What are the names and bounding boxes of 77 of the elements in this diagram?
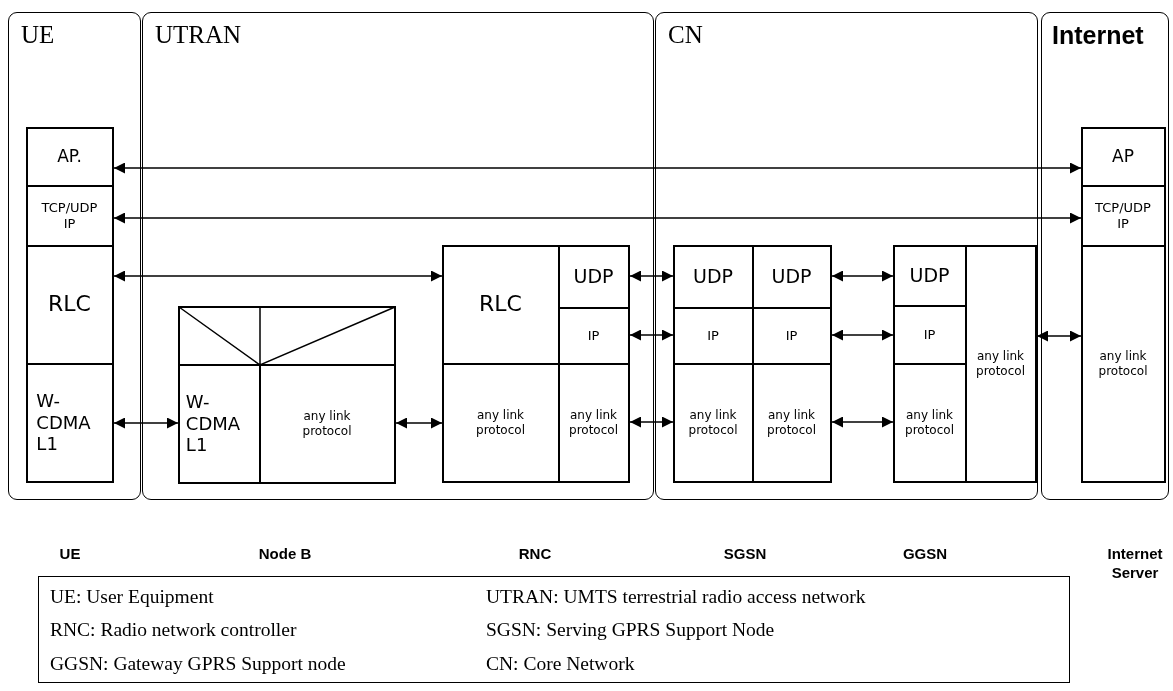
bidirectional-arrow xyxy=(1036,330,1082,342)
layer-label: any link protocol xyxy=(476,408,525,437)
abbreviation-panel xyxy=(38,576,1070,683)
bidirectional-arrow xyxy=(831,270,894,282)
layer-label: IP xyxy=(587,327,600,344)
layer-label: AP xyxy=(1112,146,1134,167)
bidirectional-arrow xyxy=(629,416,674,428)
domain-title: UE xyxy=(21,21,55,49)
protocol-layer-box xyxy=(751,362,832,483)
protocol-layer-box xyxy=(177,363,261,484)
bidirectional-arrow xyxy=(113,417,179,429)
bidirectional-arrow xyxy=(629,329,674,341)
protocol-layer-box xyxy=(964,244,1037,483)
layer-label: RLC xyxy=(479,291,522,318)
layer-label: any link protocol xyxy=(569,408,618,437)
layer-label: TCP/UDP IP xyxy=(1094,199,1152,232)
layer-label: W-CDMA L1 xyxy=(185,391,241,456)
bidirectional-arrow xyxy=(113,212,1082,224)
layer-label: any link protocol xyxy=(976,349,1025,378)
stack-caption: Internet Server xyxy=(1106,545,1164,583)
layer-label: UDP xyxy=(771,265,812,288)
protocol-layer-box xyxy=(441,244,560,365)
abbreviation-definition: UE: User Equipment xyxy=(50,585,215,609)
abbreviation-definition: UTRAN: UMTS terrestrial radio access network xyxy=(486,585,867,609)
network-domain-panel xyxy=(655,12,1038,500)
abbreviation-definition: GGSN: Gateway GPRS Support node xyxy=(50,651,347,676)
abbreviation-definition: RNC: Radio network controller xyxy=(50,618,298,643)
network-domain-panel xyxy=(1041,12,1169,500)
bidirectional-arrow xyxy=(113,162,1082,174)
domain-title: Internet xyxy=(1052,21,1144,50)
protocol-layer-box xyxy=(25,244,114,365)
domain-title: CN xyxy=(668,21,703,49)
protocol-layer-box xyxy=(557,362,630,483)
protocol-layer-box xyxy=(751,244,832,309)
stack-caption: GGSN xyxy=(901,545,949,564)
layer-label: any link protocol xyxy=(302,409,352,438)
layer-label: any link protocol xyxy=(688,408,738,437)
protocol-layer-box xyxy=(1080,126,1166,187)
layer-label: AP. xyxy=(57,146,82,167)
network-domain-panel xyxy=(142,12,654,500)
protocol-layer-box xyxy=(557,244,630,309)
bidirectional-arrow xyxy=(395,417,443,429)
protocol-layer-box xyxy=(25,362,114,483)
layer-label: UDP xyxy=(573,265,614,288)
layer-label: W-CDMA L1 xyxy=(36,390,91,455)
abbreviation-definition: SGSN: Serving GPRS Support Node xyxy=(486,618,776,643)
stack-caption: SGSN xyxy=(722,545,768,564)
layer-label: any link protocol xyxy=(767,408,816,437)
bidirectional-arrow xyxy=(113,270,443,282)
layer-label: UDP xyxy=(693,265,733,288)
protocol-layer-box xyxy=(25,184,114,247)
bidirectional-arrow xyxy=(831,416,894,428)
protocol-layer-box xyxy=(25,126,114,187)
layer-label: IP xyxy=(923,326,936,343)
stack-caption: UE xyxy=(58,545,82,564)
stack-caption: Node B xyxy=(257,545,313,564)
stack-caption: RNC xyxy=(517,545,553,564)
bidirectional-arrow xyxy=(629,270,674,282)
bidirectional-arrow xyxy=(831,329,894,341)
layer-label: RLC xyxy=(48,291,91,318)
protocol-layer-box xyxy=(441,362,560,483)
layer-label: any link protocol xyxy=(905,408,954,437)
protocol-layer-box xyxy=(258,363,396,484)
protocol-layer-box xyxy=(672,362,754,483)
layer-label: IP xyxy=(785,327,798,344)
layer-label: any link protocol xyxy=(1098,349,1148,378)
protocol-layer-box xyxy=(1080,244,1166,483)
protocol-layer-box xyxy=(892,362,967,483)
layer-label: UDP xyxy=(909,264,950,287)
layer-label: IP xyxy=(707,327,719,344)
abbreviation-definition: CN: Core Network xyxy=(486,651,636,676)
network-domain-panel xyxy=(8,12,141,500)
protocol-layer-box xyxy=(1080,184,1166,247)
layer-label: TCP/UDP IP xyxy=(40,199,99,232)
protocol-layer-box xyxy=(672,244,754,309)
protocol-layer-box xyxy=(892,244,967,307)
domain-title: UTRAN xyxy=(155,21,242,49)
